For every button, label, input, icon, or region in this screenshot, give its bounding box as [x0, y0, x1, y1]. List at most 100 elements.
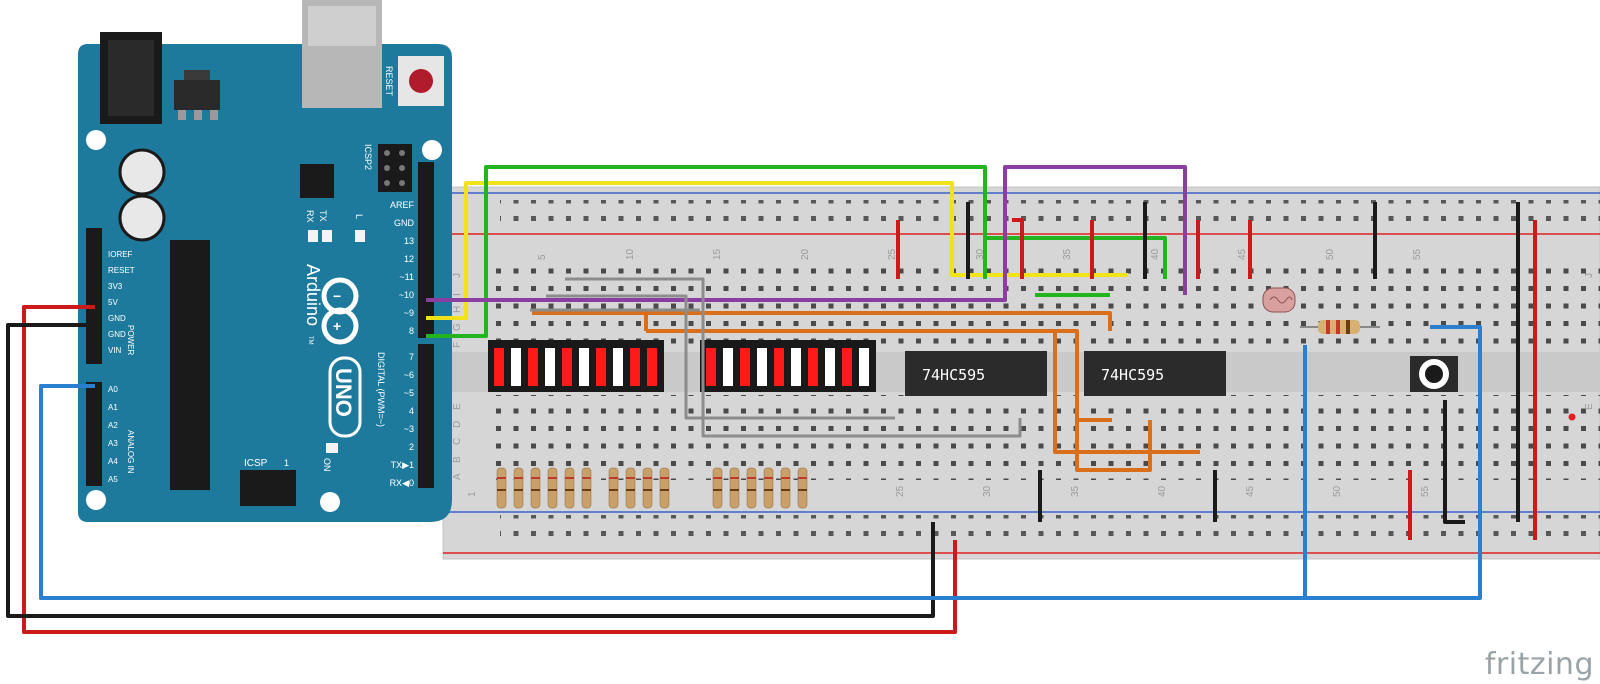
photoresistor	[1262, 287, 1296, 313]
wire-gnd-black	[6, 323, 935, 618]
col-num-55: 55	[1412, 248, 1423, 260]
pin-gnd-digital: GND	[394, 218, 415, 228]
pin-10: ~10	[399, 290, 414, 300]
pin-7: 7	[409, 352, 414, 362]
bottom-num-25: 25	[895, 485, 906, 497]
pin-a5: A5	[108, 475, 118, 484]
pin-reset: RESET	[108, 266, 135, 275]
col-num-30: 30	[975, 248, 986, 260]
wire-purple	[426, 165, 1187, 302]
col-num-35: 35	[1062, 248, 1073, 260]
wire-yellow	[426, 181, 1128, 320]
pin-3: ~3	[404, 424, 414, 434]
chip-2-label: 74HC595	[1101, 366, 1164, 384]
wire-orange-4	[1075, 331, 1152, 472]
led-bar-graph-2	[700, 340, 876, 392]
row-letter-f: F	[452, 342, 463, 348]
l-led-label: L	[354, 214, 364, 219]
row-letter-i: I	[452, 293, 463, 296]
wire-orange-5	[1053, 331, 1200, 454]
row-letter-g: G	[452, 323, 463, 331]
bottom-num-40: 40	[1157, 485, 1168, 497]
icsp-pin-1-label: 1	[284, 458, 289, 468]
icsp-label: ICSP	[244, 458, 268, 469]
digital-section-label: DIGITAL (PWM=~)	[376, 352, 386, 427]
pin-aref: AREF	[390, 200, 415, 210]
col-num-45: 45	[1237, 248, 1248, 260]
potentiometer	[1410, 356, 1458, 392]
pin-gnd-2: GND	[108, 330, 126, 339]
led-bar-graph-1	[488, 340, 664, 392]
pin-4: 4	[409, 406, 414, 416]
fritzing-watermark: fritzing	[1484, 647, 1594, 682]
pin-3v3: 3V3	[108, 282, 123, 291]
row-letter-c: C	[452, 438, 463, 445]
svg-text:−: −	[333, 288, 341, 304]
row-letter-a: A	[452, 473, 463, 480]
bottom-num-55: 55	[1420, 485, 1431, 497]
breadboard-bottom-numbers: 1 25 30 35 40 45 50 55	[467, 485, 1431, 497]
rx-label: RX	[305, 210, 315, 223]
pin-tx1: TX▶1	[391, 460, 414, 470]
digital-header	[418, 162, 434, 488]
svg-text:+: +	[333, 318, 341, 334]
bottom-num-30: 30	[982, 485, 993, 497]
wire-5v-red	[22, 305, 957, 634]
on-led-label: ON	[322, 458, 332, 472]
pin-9: ~9	[404, 308, 414, 318]
tx-label: TX	[318, 210, 328, 222]
wire-gray-2	[546, 294, 895, 420]
bottom-num-1: 1	[467, 491, 478, 497]
wires	[6, 165, 1537, 634]
bottom-num-35: 35	[1070, 485, 1081, 497]
pin-a4: A4	[108, 457, 118, 466]
capacitor-2	[118, 194, 166, 242]
col-num-50: 50	[1325, 248, 1336, 260]
brand-label: Arduino	[303, 264, 323, 326]
wire-orange-1	[532, 311, 1112, 331]
wire-a0-blue	[39, 325, 1482, 600]
chip-1-label: 74HC595	[922, 366, 985, 384]
icsp2-label: ICSP2	[363, 144, 373, 170]
reset-label: RESET	[384, 66, 394, 97]
pin-2: 2	[409, 442, 414, 452]
row-letter-d: D	[452, 421, 463, 428]
breadboard-row-letters: J I H G F E D C B A J E	[452, 273, 1595, 480]
col-num-10: 10	[625, 248, 636, 260]
jumper-red-2	[1012, 218, 1024, 279]
col-num-5: 5	[537, 254, 548, 260]
pin-11: ~11	[399, 272, 414, 282]
pin-a3: A3	[108, 439, 118, 448]
pin-vin: VIN	[108, 346, 122, 355]
jumper-black-6	[1443, 400, 1465, 524]
brand-tm: TM	[307, 336, 313, 345]
arduino-logo	[321, 277, 359, 345]
col-num-25: 25	[887, 248, 898, 260]
uno-label: UNO	[331, 368, 356, 417]
row-letter-b: B	[452, 456, 463, 463]
power-section-label: POWER	[126, 325, 135, 355]
col-num-20: 20	[800, 248, 811, 260]
wire-green	[426, 165, 987, 338]
pin-8: 8	[409, 326, 414, 336]
resistor-bands	[497, 477, 807, 491]
pin-ioref: IOREF	[108, 250, 133, 259]
capacitor-1	[118, 148, 166, 196]
col-num-15: 15	[712, 248, 723, 260]
pin-a2: A2	[108, 421, 118, 430]
pin-rx0: RX◀0	[390, 478, 414, 488]
shift-register-1: 74HC595	[905, 351, 1047, 396]
wire-green-2	[985, 236, 1167, 279]
bottom-num-50: 50	[1332, 485, 1343, 497]
microcontroller-chip	[170, 240, 210, 490]
icsp-header	[240, 470, 296, 506]
row-letter-e: E	[452, 403, 463, 410]
power-header	[86, 228, 102, 486]
row-letter-e-right: E	[1584, 403, 1595, 410]
pin-5: ~5	[404, 388, 414, 398]
analog-section-label: ANALOG IN	[126, 430, 135, 474]
bottom-num-45: 45	[1245, 485, 1256, 497]
col-num-40: 40	[1150, 248, 1161, 260]
shift-register-2: 74HC595	[1084, 351, 1226, 396]
